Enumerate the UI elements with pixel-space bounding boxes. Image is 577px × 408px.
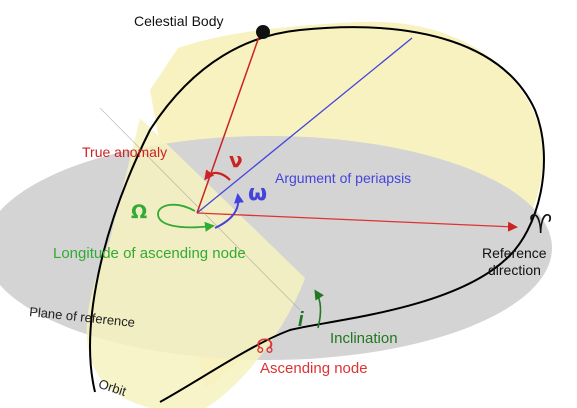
ascending-node-icon: ☊ [256, 334, 274, 358]
orbit-outline [89, 26, 545, 403]
argument-of-periapsis-arc [214, 193, 244, 229]
reference-direction-label-line2: direction [488, 262, 541, 278]
true-anomaly-arc [204, 169, 231, 181]
celestial-body-dot [256, 25, 270, 39]
omega-upper-symbol: Ω [131, 201, 148, 223]
ascending-node-label: Ascending node [260, 360, 368, 377]
celestial-body-label: Celestial Body [134, 13, 224, 29]
reference-direction-line [196, 212, 518, 232]
orbit-lower-half [86, 118, 305, 408]
inclination-arc [314, 289, 324, 329]
aries-icon: ♈ [529, 210, 553, 240]
longitude-of-ascending-node-label: Longitude of ascending node [53, 245, 246, 262]
periapsis-line [196, 37, 413, 214]
inclination-label: Inclination [330, 330, 398, 347]
longitude-of-ascending-node-arc [157, 203, 215, 232]
line-of-nodes [99, 107, 301, 311]
true-anomaly-label: True anomaly [82, 144, 168, 160]
nu-symbol: ν [229, 148, 243, 172]
inclination-symbol: i [298, 309, 304, 331]
omega-lower-symbol: ω [248, 181, 268, 206]
reference-direction-label-line1: Reference [482, 245, 547, 261]
true-anomaly-line [196, 33, 261, 214]
argument-of-periapsis-label: Argument of periapsis [275, 170, 412, 186]
